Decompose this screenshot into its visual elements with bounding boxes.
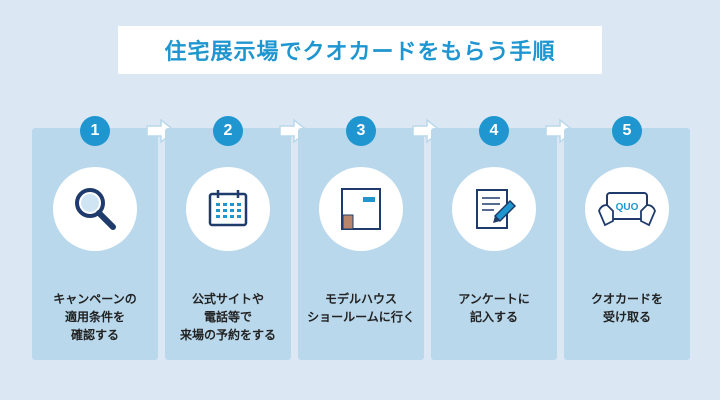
step-label-4: アンケートに 記入する [431,290,557,326]
step-label-line: キャンペーンの [53,292,137,306]
step-number-3: 3 [346,116,376,146]
step-label-line: ショールームに行く [307,310,415,324]
step-label-line: 電話等で [203,310,252,324]
step-number-4: 4 [479,116,509,146]
step-number-1: 1 [80,116,110,146]
step-icon-circle-3 [319,167,403,251]
pencil-paper-icon [476,189,517,229]
step-icon-circle-5: QUO [585,167,669,251]
step-number-5: 5 [612,116,642,146]
step-label-line: 受け取る [602,310,651,324]
page-title: 住宅展示場でクオカードをもらう手順 [164,40,556,65]
step-icon-circle-4 [452,167,536,251]
showroom-door-icon [341,188,381,230]
calendar-icon [208,190,248,227]
step-label-3: モデルハウス ショールームに行く [298,290,424,326]
step-icon-circle-1 [53,167,137,251]
step-label-line: クオカードを [590,292,663,306]
magnifier-icon [75,188,116,230]
step-label-line: 公式サイトや [191,292,264,306]
step-label-line: 記入する [469,310,518,324]
step-label-1: キャンペーンの 適用条件を 確認する [32,290,158,344]
step-label-line: モデルハウス [324,292,397,306]
step-label-line: アンケートに [458,292,530,306]
quo-card-text: QUO [616,202,639,213]
title-banner: 住宅展示場でクオカードをもらう手順 [118,26,602,74]
quo-card-icon: QUO [598,192,656,227]
step-icon-circle-2 [186,167,270,251]
step-number-2: 2 [213,116,243,146]
step-label-line: 確認する [70,328,119,342]
step-label-line: 来場の予約をする [179,328,276,342]
step-label-5: クオカードを 受け取る [564,290,690,326]
step-label-line: 適用条件を [64,310,125,324]
step-label-2: 公式サイトや 電話等で 来場の予約をする [165,290,291,344]
